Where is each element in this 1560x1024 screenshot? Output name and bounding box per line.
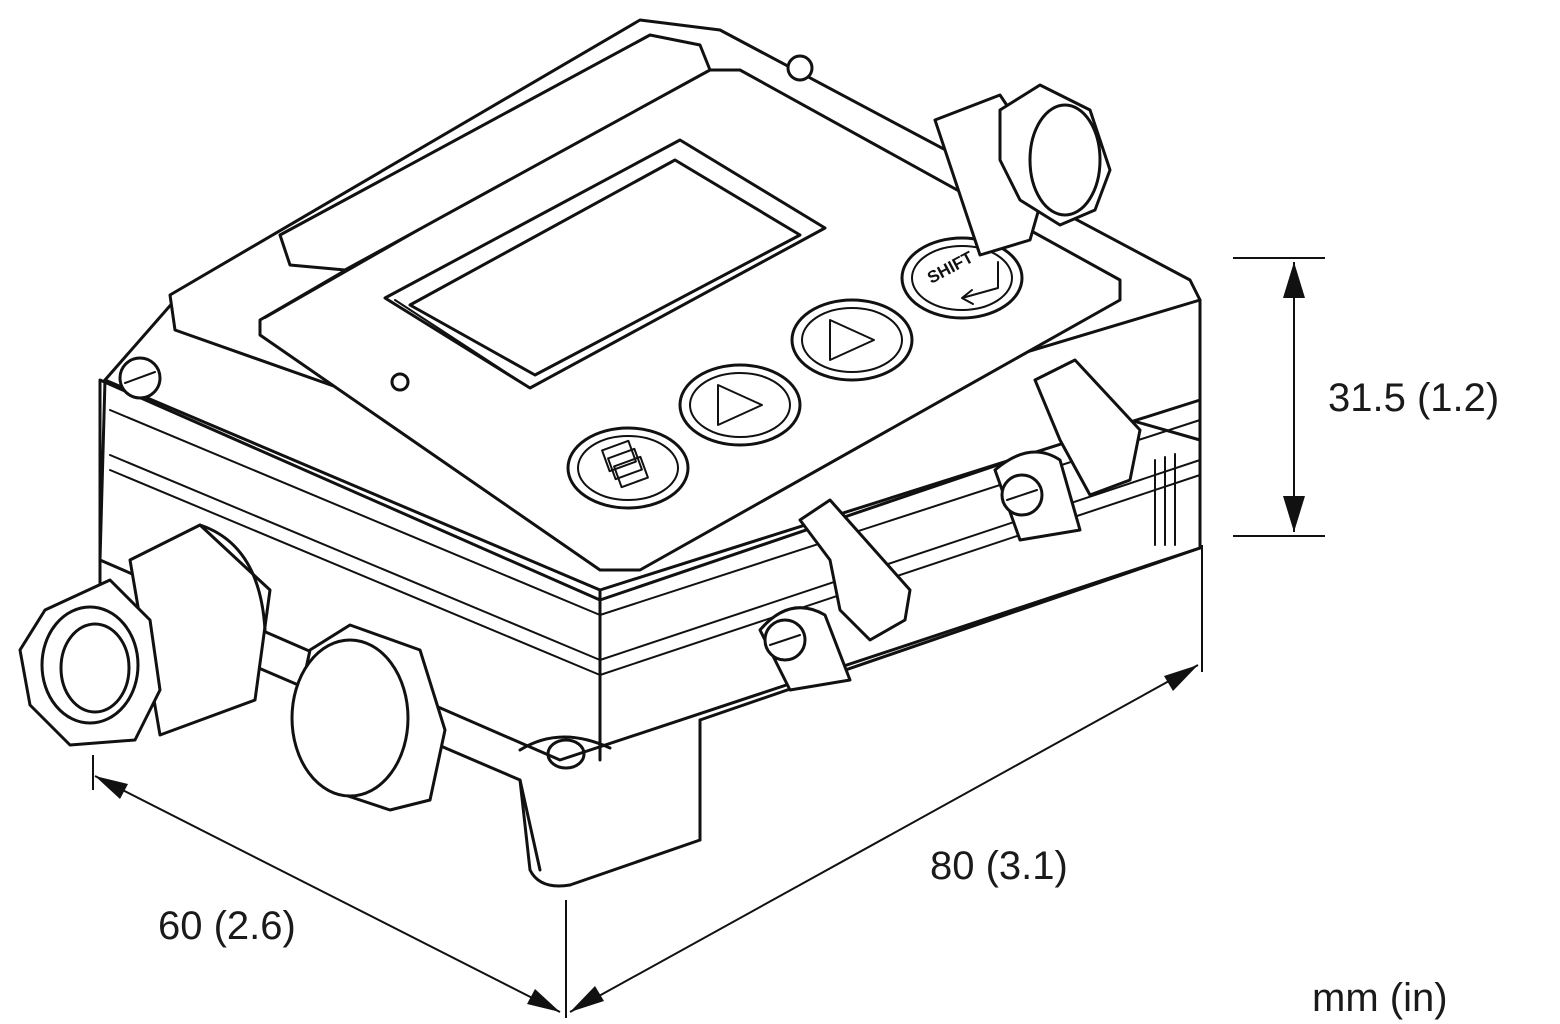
- cable-gland-middle: [290, 623, 447, 812]
- arrowhead-right: [1164, 665, 1198, 691]
- shift-enter-button[interactable]: [900, 236, 1024, 320]
- width-dimension-label: 60 (2.6): [158, 904, 296, 948]
- stacked-pages-icon: [601, 439, 649, 489]
- arrowhead-right: [527, 989, 560, 1012]
- units-label: mm (in): [1312, 976, 1448, 1020]
- cable-gland-left: [18, 523, 272, 747]
- play-triangle-icon: [829, 319, 875, 361]
- arrowhead-left: [95, 776, 128, 799]
- length-dimension-label: 80 (3.1): [930, 844, 1068, 888]
- width-dimension: [92, 755, 561, 1013]
- play-triangle-icon: [717, 384, 763, 426]
- length-dimension: [565, 545, 1203, 1018]
- arrowhead-up: [1283, 262, 1305, 298]
- height-dimension: [1233, 257, 1325, 537]
- arrowhead-left: [570, 986, 604, 1012]
- cable-gland-back: [933, 83, 1112, 257]
- cover-latch-front[interactable]: [758, 498, 912, 692]
- right-arrow-button[interactable]: [790, 298, 914, 382]
- cover-latch-back[interactable]: [993, 358, 1142, 542]
- lcd-display: [383, 138, 827, 392]
- enter-arrow-icon: [961, 261, 999, 305]
- height-dimension-label: 31.5 (1.2): [1328, 376, 1500, 420]
- left-arrow-button[interactable]: [678, 363, 802, 447]
- menu-button[interactable]: [566, 426, 690, 510]
- arrowhead-down: [1283, 496, 1305, 532]
